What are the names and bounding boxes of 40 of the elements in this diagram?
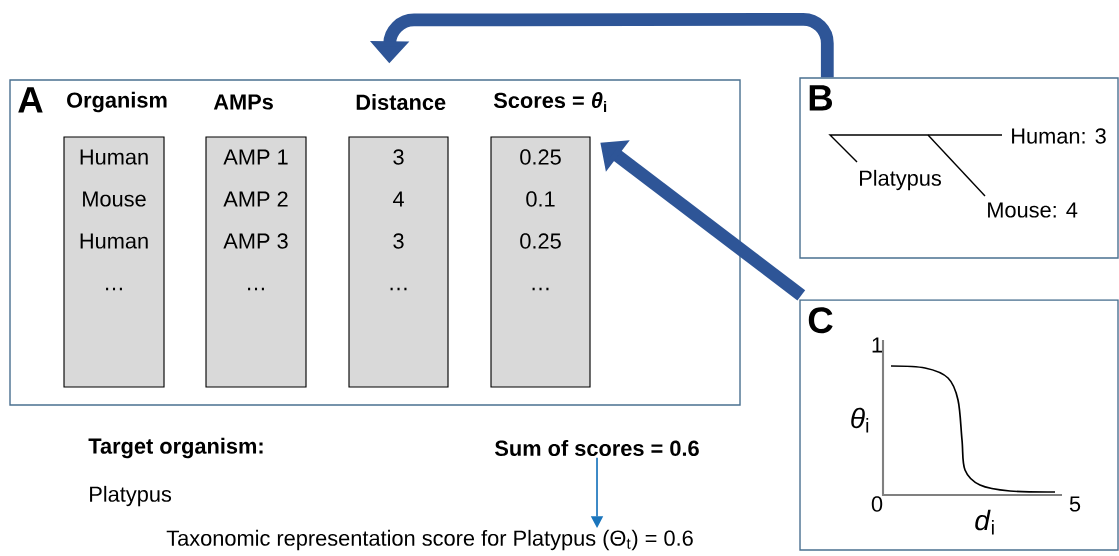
table-column: 0.25 0.1 0.25 … — [490, 136, 591, 388]
node-label: … — [106, 287, 122, 291]
node-label: AMP 3 — [223, 233, 288, 249]
tree-label: Human: 3 — [1012, 128, 1106, 144]
node-label: … — [390, 287, 407, 291]
axis-tick-label: 5 — [1069, 496, 1081, 512]
tree-label: Platypus — [860, 169, 941, 191]
axis-tick-label: 1 — [872, 337, 882, 353]
node-label: 0.1 — [526, 191, 555, 207]
node-label: … — [532, 287, 549, 291]
axis-tick-label: 0 — [871, 496, 883, 512]
arrow — [600, 140, 806, 301]
node-label: AMP 1 — [223, 149, 288, 165]
panel-letter: C — [808, 307, 833, 334]
axis-label: θ$_{i}$ — [851, 407, 869, 433]
heading-text: Target organism: — [88, 437, 263, 459]
node-label: 3 — [393, 149, 404, 165]
column-header: AMPs — [213, 94, 273, 110]
table-column: Human Mouse Human … — [63, 136, 165, 388]
table-column: 3 4 3 … — [348, 136, 449, 388]
table-column: AMP 1 AMP 2 AMP 3 … — [205, 136, 307, 388]
column-header: Organism — [67, 91, 167, 113]
axis-label: d$_{i}$ — [975, 509, 994, 535]
node-label: Mouse — [83, 191, 146, 207]
node-label: 0.25 — [520, 233, 561, 249]
node-label: … — [248, 287, 264, 291]
tree-label: Mouse: 4 — [988, 202, 1078, 218]
node-label: AMP 2 — [223, 191, 288, 207]
node-label: Human — [80, 233, 148, 249]
column-header: Distance — [356, 94, 446, 110]
column-header: Scores = θ$_{i}$ — [493, 92, 607, 112]
organism-text: Platypus — [90, 485, 172, 507]
panel-letter: A — [18, 87, 43, 113]
node-label: 4 — [392, 191, 404, 207]
node-label: 0.25 — [520, 149, 561, 165]
result-text: Taxonomic representation score for Platypus (Θ$_{t}$) = 0.6 — [166, 529, 693, 551]
node-label: 3 — [393, 233, 404, 249]
node-label: Human — [80, 149, 148, 165]
sum-text: Sum of scores = 0.6 — [495, 440, 699, 456]
panel-letter: B — [809, 85, 833, 111]
